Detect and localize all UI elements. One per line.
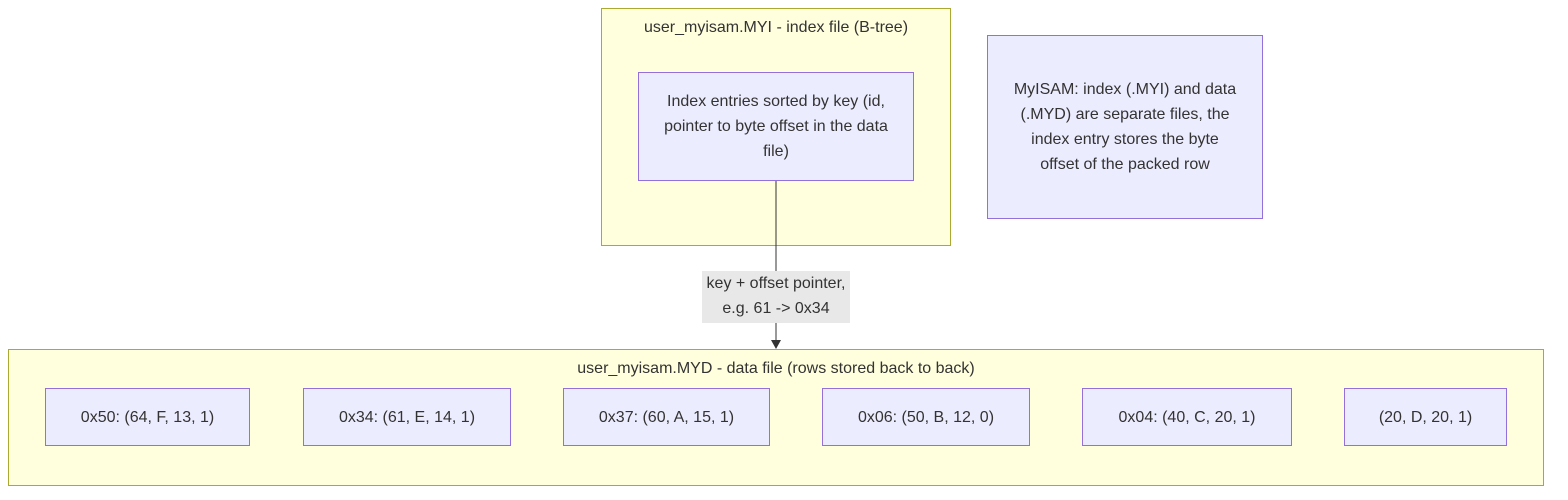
data-row-node: 0x34: (61, E, 14, 1) [303, 388, 511, 446]
data-row-node: 0x50: (64, F, 13, 1) [45, 388, 250, 446]
data-row-node: (20, D, 20, 1) [1344, 388, 1507, 446]
index-entries-text: Index entries sorted by key (id, pointer… [664, 93, 888, 160]
data-row-text: 0x37: (60, A, 15, 1) [598, 408, 735, 426]
edge-label-line1: key + offset pointer, [706, 275, 846, 292]
myisam-note-text: MyISAM: index (.MYI) and data (.MYD) are… [1013, 81, 1237, 173]
data-row-text: 0x04: (40, C, 20, 1) [1118, 408, 1256, 426]
data-file-title: user_myisam.MYD - data file (rows stored… [577, 360, 975, 377]
index-entries-node: Index entries sorted by key (id, pointer… [638, 72, 914, 181]
data-row-node: 0x06: (50, B, 12, 0) [822, 388, 1030, 446]
index-file-title: user_myisam.MYI - index file (B-tree) [643, 19, 909, 36]
data-row-text: (20, D, 20, 1) [1378, 408, 1473, 426]
data-row-node: 0x37: (60, A, 15, 1) [563, 388, 770, 446]
edge-label-line2: e.g. 61 -> 0x34 [722, 300, 830, 317]
myisam-note-node: MyISAM: index (.MYI) and data (.MYD) are… [987, 35, 1263, 219]
data-row-text: 0x50: (64, F, 13, 1) [80, 408, 215, 426]
data-row-text: 0x06: (50, B, 12, 0) [857, 408, 995, 426]
data-row-node: 0x04: (40, C, 20, 1) [1082, 388, 1292, 446]
data-row-text: 0x34: (61, E, 14, 1) [338, 408, 476, 426]
edge-arrowhead [771, 340, 781, 349]
edge-label: key + offset pointer, e.g. 61 -> 0x34 [702, 271, 850, 323]
